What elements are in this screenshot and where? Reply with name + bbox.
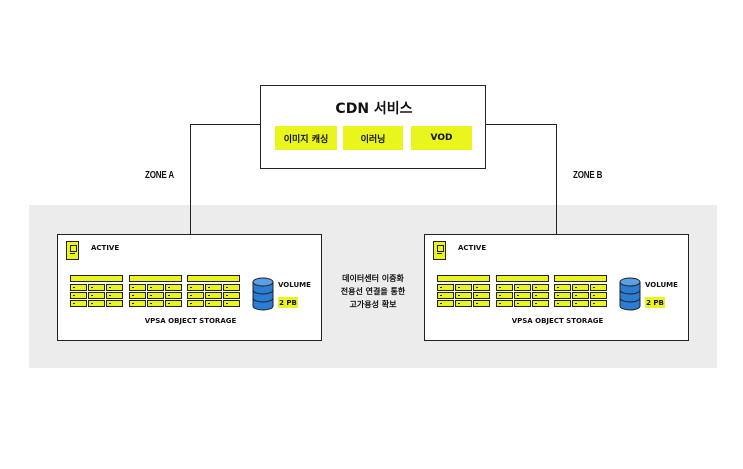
database-icon — [619, 277, 641, 311]
cdn-title: CDN 서비스 — [335, 101, 413, 117]
storage-label: VPSA OBJECT STORAGE — [511, 317, 604, 325]
connector-right-horizontal — [486, 124, 557, 125]
cdn-service-box: CDN 서비스 이미지 캐싱 이러닝 VOD — [260, 85, 486, 169]
redundancy-description: 데이터센터 이중화 전용선 연결을 통한 고가용성 확보 — [330, 272, 416, 311]
zone-a-label: ZONE A — [145, 170, 174, 181]
redundancy-line-3: 고가용성 확보 — [349, 300, 397, 309]
capacity-badge: 2 PB — [645, 297, 665, 308]
storage-rack — [129, 275, 182, 308]
storage-rack — [437, 275, 490, 308]
database-icon — [252, 277, 274, 311]
chip-vod: VOD — [411, 126, 472, 150]
chip-elearning: 이러닝 — [343, 126, 403, 150]
active-label: ACTIVE — [458, 244, 487, 252]
capacity-badge: 2 PB — [278, 297, 298, 308]
redundancy-line-2: 전용선 연결을 통한 — [340, 287, 406, 296]
connector-right-vertical — [556, 124, 557, 234]
volume-label: VOLUME — [278, 281, 311, 289]
server-icon — [433, 241, 446, 260]
zone-a-panel: ACTIVE VOLUME 2 PB VPSA OBJECT STORAGE — [57, 234, 322, 341]
server-icon — [66, 241, 79, 260]
storage-rack — [554, 275, 607, 308]
storage-rack — [187, 275, 240, 308]
connector-left-vertical — [190, 124, 191, 234]
storage-label: VPSA OBJECT STORAGE — [144, 317, 237, 325]
volume-label: VOLUME — [645, 281, 678, 289]
connector-left-horizontal — [190, 124, 260, 125]
redundancy-line-1: 데이터센터 이중화 — [342, 274, 404, 283]
active-label: ACTIVE — [91, 244, 120, 252]
zone-b-label: ZONE B — [573, 170, 603, 181]
zone-b-panel: ACTIVE VOLUME 2 PB VPSA OBJECT STORAGE — [424, 234, 689, 341]
storage-rack — [496, 275, 549, 308]
storage-rack — [70, 275, 123, 308]
chip-image-caching: 이미지 캐싱 — [275, 126, 337, 150]
